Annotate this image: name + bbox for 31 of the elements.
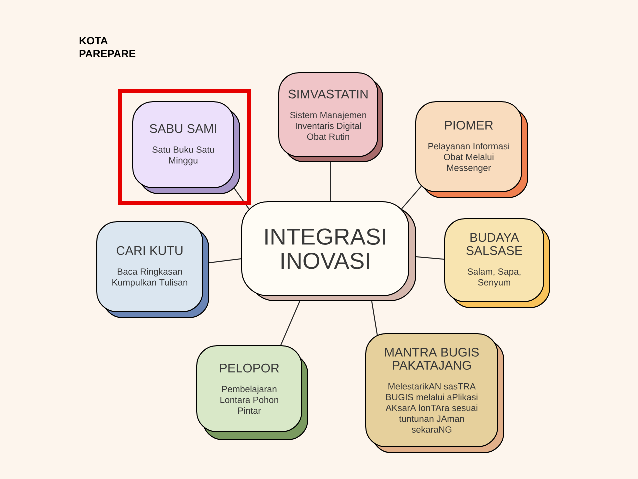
box-title: SABU SAMI <box>150 124 216 134</box>
idea-box <box>444 218 550 308</box>
center-box <box>242 202 416 302</box>
box-text: Pelayanan Informasi Obat Melalui Messenger <box>428 143 510 173</box>
idea-box <box>132 102 240 194</box>
box-title: MANTRA BUGIS PAKATAJANG <box>385 348 479 370</box>
box-title: PIOMER <box>445 121 494 130</box>
box-text: MelestarikAN sasTRA BUGIS melalui aPlikasi AKsarA lonTAra sesuai tuntunan JAman sekaraNG <box>386 383 478 433</box>
box-text: Pembelajaran Lontara Pohon Pintar <box>220 386 278 414</box>
box-text: Satu Buku Satu Minggu <box>152 146 214 166</box>
connector-line <box>416 256 445 260</box>
center-title: INTEGRASI INOVASI <box>266 228 386 270</box>
box-title: PELOPOR <box>220 364 280 373</box>
connector-line <box>234 188 250 210</box>
connector-line <box>280 301 300 346</box>
connector-line <box>330 162 331 202</box>
connector-line <box>372 301 378 336</box>
idea-box <box>366 333 504 454</box>
connector-line <box>401 186 422 210</box>
box-text: Baca Ringkasan Kumpulkan Tulisan <box>112 268 188 288</box>
idea-box <box>278 72 384 162</box>
connector-line <box>209 258 242 264</box>
place-name: KOTA PAREPARE <box>80 37 136 58</box>
box-title: CARI KUTU <box>116 246 183 256</box>
idea-box <box>196 346 308 440</box>
box-title: BUDAYA SALSASE <box>466 233 522 256</box>
box-title: SIMVASTATIN <box>288 90 368 99</box>
idea-box <box>416 102 528 198</box>
idea-box <box>96 222 210 318</box>
box-text: Sistem Manajemen Inventaris Digital Obat Rutin <box>290 112 366 140</box>
box-text: Salam, Sapa, Senyum <box>468 268 521 288</box>
